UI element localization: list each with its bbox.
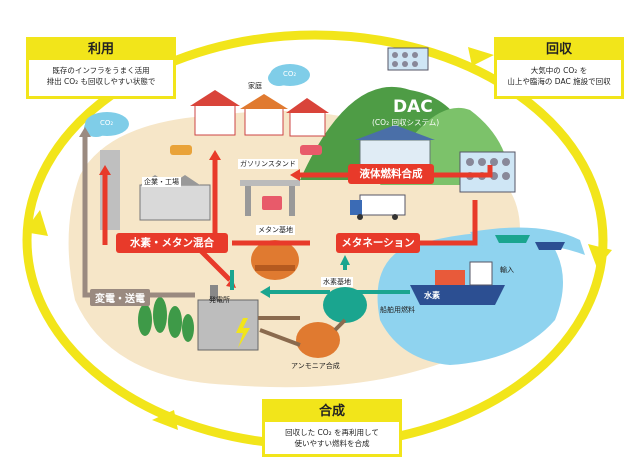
box-kaishu-line2: 山上や臨海の DAC 施設で回収 — [507, 77, 611, 86]
teal-heads — [260, 255, 350, 298]
cloud-left — [84, 112, 129, 137]
cargo-ship — [410, 261, 505, 305]
hydrogen-tank — [323, 287, 367, 323]
dac-subtitle: (CO₂ 回収システム) — [372, 118, 440, 127]
transmission-flow — [79, 127, 195, 298]
label-ship-fuel: 船舶用燃料 — [380, 306, 415, 314]
label-hydrogen-ship: 水素 — [424, 291, 440, 300]
box-gousei: 合成 回収した CO₂ を再利用して 使いやすい燃料を合成 — [262, 399, 402, 457]
cycle-arrow-left — [24, 210, 48, 236]
truck — [350, 194, 406, 220]
cycle-arrow-bottom — [152, 410, 178, 430]
red-flows — [102, 160, 493, 282]
label-ammonia: アンモニア合成 — [291, 362, 340, 370]
label-transmission: 変電・送電 — [90, 289, 150, 306]
gas-station — [240, 180, 300, 216]
label-import: 輸入 — [500, 266, 514, 274]
box-riyou-line1: 既存のインフラをうまく活用 — [52, 66, 150, 75]
box-kaishu: 回収 大気中の CO₂ を 山上や臨海の DAC 施設で回収 — [494, 37, 624, 99]
cloud-top — [268, 64, 310, 86]
box-riyou: 利用 既存のインフラをうまく活用 排出 CO₂ も回収しやすい状態で — [26, 37, 176, 99]
houses — [170, 90, 329, 155]
box-gousei-line2: 使いやすい燃料を合成 — [294, 439, 370, 448]
sea-edge — [470, 227, 585, 255]
box-gousei-body: 回収した CO₂ を再利用して 使いやすい燃料を合成 — [265, 422, 399, 449]
box-kaishu-body: 大気中の CO₂ を 山上や臨海の DAC 施設で回収 — [497, 60, 621, 87]
label-co2-top: CO₂ — [283, 70, 297, 78]
small-ships — [495, 235, 565, 250]
ammonia-tank — [296, 322, 340, 358]
label-hydrogen-base: 水素基地 — [321, 277, 353, 287]
box-riyou-title: 利用 — [29, 40, 173, 60]
label-power-plant: 発電所 — [209, 296, 230, 304]
label-co2-left: CO₂ — [100, 119, 114, 127]
cycle-arrow-top — [468, 47, 494, 66]
box-kaishu-title: 回収 — [497, 40, 621, 60]
process-hydrogen-methane-mix: 水素・メタン混合 — [116, 233, 228, 253]
methane-tank — [251, 240, 299, 280]
brown-flows — [258, 316, 347, 347]
dac-units-top — [387, 47, 429, 71]
dac-title: DAC — [393, 97, 433, 117]
trees — [138, 297, 194, 342]
cycle-arrow-right — [588, 244, 612, 268]
box-kaishu-line1: 大気中の CO₂ を — [530, 66, 588, 75]
box-riyou-body: 既存のインフラをうまく活用 排出 CO₂ も回収しやすい状態で — [29, 60, 173, 87]
process-liquid-fuel: 液体燃料合成 — [348, 164, 434, 184]
label-company: 企業・工場 — [142, 177, 181, 187]
label-gas-station: ガソリンスタンド — [238, 159, 298, 169]
box-gousei-line1: 回収した CO₂ を再利用して — [285, 428, 379, 437]
label-home: 家庭 — [248, 82, 262, 90]
box-gousei-title: 合成 — [265, 402, 399, 422]
label-methane-base: メタン基地 — [256, 225, 295, 235]
box-riyou-line2: 排出 CO₂ も回収しやすい状態で — [46, 77, 156, 86]
process-methanation: メタネーション — [336, 233, 420, 253]
power-plant — [197, 285, 259, 351]
